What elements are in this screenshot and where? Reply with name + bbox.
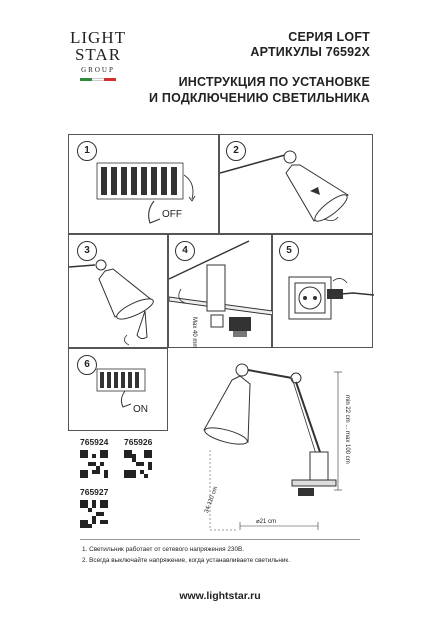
brand-logo: LIGHT STAR GROUP <box>68 28 128 98</box>
italian-flag-icon <box>80 78 116 81</box>
qr-code-icon <box>80 500 108 528</box>
off-label: OFF <box>162 209 182 220</box>
clamp-max-label: Max 40 mm <box>191 317 197 349</box>
lamp-head-illustration <box>220 150 349 222</box>
step-number: 4 <box>175 241 195 261</box>
breaker-on-illustration <box>96 368 146 408</box>
logo-line-3: GROUP <box>81 66 115 74</box>
sku-765926: 765926 <box>124 437 153 447</box>
socket-illustration <box>288 276 374 320</box>
series-label: СЕРИЯ LOFT <box>288 30 370 44</box>
note-item: 1. Светильник работает от сетевого напря… <box>82 546 245 553</box>
base-dimension: ⌀21 cm <box>256 519 276 525</box>
step-number: 6 <box>77 355 97 375</box>
height-dimension: min 22 cm ... max 100 cm <box>344 395 350 464</box>
articles-label: АРТИКУЛЫ 76592X <box>250 45 370 59</box>
note-item: 2. Всегда выключайте напряжение, когда у… <box>82 557 290 564</box>
on-label: ON <box>133 404 148 415</box>
lamp-dimensions-drawing <box>203 363 342 531</box>
sku-765927: 765927 <box>80 487 109 497</box>
logo-line-2: STAR <box>74 45 122 64</box>
step-panel-3: 3 <box>68 234 168 348</box>
step-panel-2: 2 <box>219 134 373 234</box>
notes: 1. Светильник работает от сетевого напря… <box>82 544 290 566</box>
qr-code-icon <box>80 450 108 478</box>
logo-line-1: LIGHT <box>70 28 126 47</box>
instruction-title-line1: ИНСТРУКЦИЯ ПО УСТАНОВКЕ <box>178 75 370 89</box>
step-panel-6: 6 ON <box>68 348 168 431</box>
sku-765924: 765924 <box>80 437 109 447</box>
website-link[interactable]: www.lightstar.ru <box>179 590 261 602</box>
clamp-illustration <box>169 240 273 337</box>
breaker-off-illustration <box>96 162 196 224</box>
step-number: 2 <box>226 141 246 161</box>
step-panel-5: 5 <box>272 234 374 348</box>
step-panel-1: 1 OFF <box>68 134 219 234</box>
step-number: 3 <box>77 241 97 261</box>
bulb-insert-illustration <box>69 259 154 346</box>
instruction-title-line2: И ПОДКЛЮЧЕНИЮ СВЕТИЛЬНИКА <box>149 91 370 105</box>
divider <box>80 539 360 540</box>
step-number: 5 <box>279 241 299 261</box>
step-number: 1 <box>77 141 97 161</box>
qr-code-icon <box>124 450 152 478</box>
step-panel-4: 4 Max 40 mm <box>168 234 273 349</box>
